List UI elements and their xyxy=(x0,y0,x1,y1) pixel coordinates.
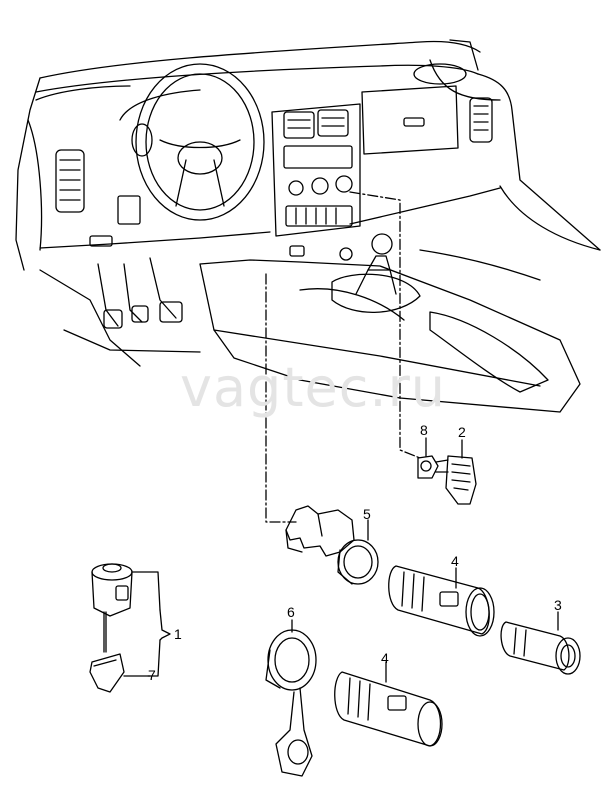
callout-5: 5 xyxy=(363,506,371,522)
part-switch-assembly xyxy=(90,564,170,692)
callout-6: 6 xyxy=(287,604,295,620)
part-housing-upper xyxy=(389,566,494,636)
callout-8: 8 xyxy=(420,422,428,438)
callout-3: 3 xyxy=(554,597,562,613)
callout-4-lower: 4 xyxy=(381,650,389,666)
callout-7: 7 xyxy=(148,667,156,683)
leader-lines xyxy=(266,192,420,522)
part-housing-lower xyxy=(335,662,442,746)
callout-4-upper: 4 xyxy=(451,553,459,569)
callout-2: 2 xyxy=(458,424,466,440)
part-lighter-element xyxy=(501,612,580,674)
dashboard-illustration xyxy=(16,40,600,412)
callout-1: 1 xyxy=(174,626,182,642)
part-bracket-ring xyxy=(286,506,378,584)
part-ring-bracket-lower xyxy=(266,620,316,776)
part-bulb-and-holder xyxy=(418,438,476,504)
